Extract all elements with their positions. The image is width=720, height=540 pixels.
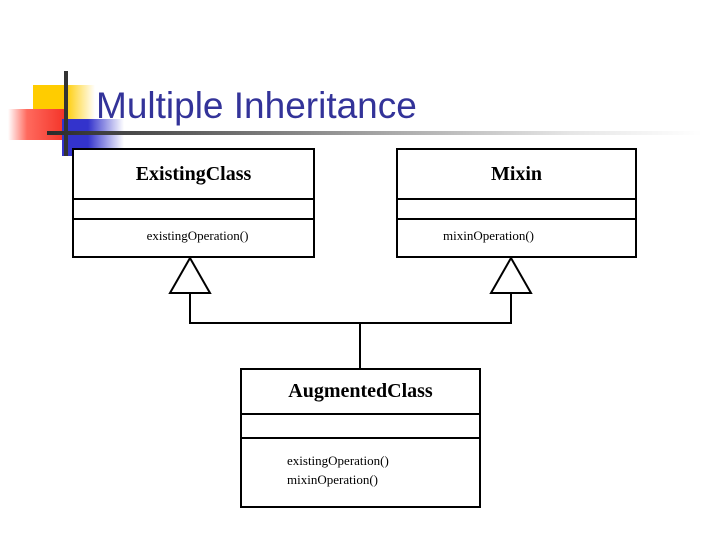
- generalization-arrowhead-mixin: [489, 255, 533, 294]
- title-underline-rule: [47, 131, 702, 135]
- uml-class-name: AugmentedClass: [242, 370, 479, 415]
- uml-operations-compartment: mixinOperation(): [398, 220, 635, 256]
- uml-operation: existingOperation(): [146, 228, 249, 243]
- uml-operations-compartment: existingOperation(): [74, 220, 313, 256]
- uml-class-existing[interactable]: ExistingClass existingOperation(): [72, 148, 315, 258]
- red-square-icon: [8, 109, 64, 140]
- uml-class-augmented[interactable]: AugmentedClass existingOperation() mixin…: [240, 368, 481, 508]
- uml-attributes-compartment: [242, 415, 479, 439]
- page-title: Multiple Inheritance: [96, 85, 417, 126]
- uml-attributes-compartment: [398, 200, 635, 220]
- uml-operation: existingOperation(): [287, 453, 389, 468]
- uml-class-name: Mixin: [398, 150, 635, 200]
- uml-operation: mixinOperation(): [443, 228, 534, 243]
- vertical-rule-icon: [64, 71, 68, 156]
- uml-attributes-compartment: [74, 200, 313, 220]
- uml-class-name: ExistingClass: [74, 150, 313, 200]
- uml-operation: mixinOperation(): [287, 472, 378, 487]
- uml-operations-compartment: existingOperation() mixinOperation(): [242, 439, 479, 506]
- generalization-arrowhead-existing: [168, 255, 212, 294]
- uml-class-mixin[interactable]: Mixin mixinOperation(): [396, 148, 637, 258]
